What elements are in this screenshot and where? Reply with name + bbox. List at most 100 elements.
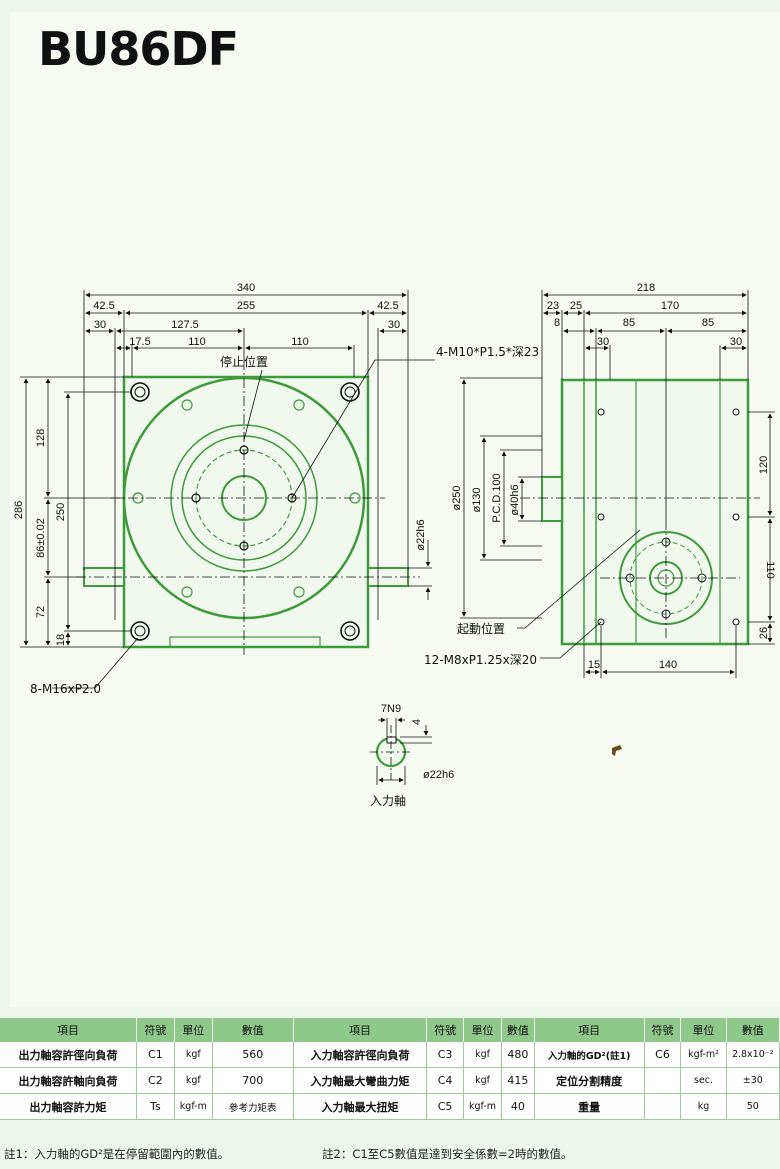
cell: 出力軸容許徑向負荷 bbox=[0, 1042, 137, 1068]
side-dimensions bbox=[460, 290, 775, 678]
label-start-position: 起動位置 bbox=[457, 621, 505, 636]
cell: 定位分割精度 bbox=[534, 1067, 645, 1094]
dim-23: 23 bbox=[547, 300, 559, 312]
header-unit-2: 單位 bbox=[463, 1018, 502, 1042]
dim-110-right: 110 bbox=[291, 336, 309, 348]
dim-8: 8 bbox=[554, 317, 560, 329]
label-input-shaft: 入力軸 bbox=[370, 794, 406, 808]
cell: kgf bbox=[174, 1042, 213, 1068]
header-value-3: 數值 bbox=[726, 1018, 780, 1042]
cell: 重量 bbox=[534, 1093, 645, 1120]
header-item-2: 項目 bbox=[293, 1018, 428, 1042]
dim-key-depth: 4 bbox=[411, 719, 423, 725]
cell bbox=[644, 1067, 682, 1094]
label-stop-position: 停止位置 bbox=[220, 354, 268, 369]
header-symbol-1: 符號 bbox=[136, 1018, 175, 1042]
dim-30-left: 30 bbox=[94, 319, 106, 331]
side-output-boss bbox=[541, 476, 563, 522]
front-dim-text: 340 42.5 255 42.5 30 127.5 30 17.5 110 1… bbox=[13, 282, 427, 646]
front-view bbox=[76, 360, 420, 655]
dim-110-side: 110 bbox=[764, 561, 776, 579]
cell: 560 bbox=[212, 1042, 294, 1068]
table-row: 出力軸容許軸向負荷 C2 kgf 700 入力軸最大彎曲力矩 C4 kgf 41… bbox=[0, 1067, 780, 1094]
dim-17-5: 17.5 bbox=[129, 336, 150, 348]
front-dimensions bbox=[20, 290, 435, 689]
dim-d130: ø130 bbox=[471, 487, 483, 512]
cell: C6 bbox=[644, 1042, 682, 1068]
cell: Ts bbox=[136, 1093, 175, 1120]
technical-drawing: 340 42.5 255 42.5 30 127.5 30 17.5 110 1… bbox=[13, 282, 776, 808]
label-tap-front: 4-M10*P1.5*深23 bbox=[436, 345, 539, 359]
header-unit-3: 單位 bbox=[680, 1018, 727, 1042]
dim-110-left: 110 bbox=[188, 336, 206, 348]
cell: kgf-m bbox=[174, 1093, 213, 1120]
cell: kgf bbox=[174, 1067, 213, 1094]
dim-255: 255 bbox=[237, 300, 255, 312]
table-row: 出力軸容許徑向負荷 C1 kgf 560 入力軸容許徑向負荷 C3 kgf 48… bbox=[0, 1042, 780, 1068]
cell: 出力軸容許力矩 bbox=[0, 1093, 137, 1120]
cell: kg bbox=[680, 1093, 727, 1120]
dim-340: 340 bbox=[237, 282, 255, 294]
dim-86: 86±0.02 bbox=[35, 518, 47, 558]
dim-170: 170 bbox=[661, 300, 679, 312]
cell: 700 bbox=[212, 1067, 294, 1094]
table-header-row: 項目 符號 單位 數值 項目 符號 單位 數值 項目 符號 單位 數值 bbox=[0, 1018, 780, 1042]
cell: 入力軸的GD²(註1) bbox=[534, 1042, 645, 1068]
dim-key-width: 7N9 bbox=[381, 703, 401, 715]
cell: 入力軸最大彎曲力矩 bbox=[293, 1067, 428, 1094]
dim-30-side-left: 30 bbox=[597, 336, 609, 348]
cell: 50 bbox=[726, 1093, 780, 1120]
dim-72: 72 bbox=[35, 606, 47, 618]
dim-128: 128 bbox=[35, 429, 47, 447]
cell: C1 bbox=[136, 1042, 175, 1068]
dim-26: 26 bbox=[758, 627, 770, 639]
model-title: BU86DF bbox=[38, 22, 239, 76]
cell: C4 bbox=[426, 1067, 465, 1094]
dim-25: 25 bbox=[570, 300, 582, 312]
dim-30-right: 30 bbox=[388, 319, 400, 331]
dim-22h6-front: ø22h6 bbox=[415, 519, 427, 550]
footnotes: 註1：入力軸的GD²是在停留範圍內的數值。 註2：C1至C5數值是達到安全係數=… bbox=[0, 1144, 780, 1169]
footnote-2: 註2：C1至C5數值是達到安全係數=2時的數值。 bbox=[322, 1147, 573, 1161]
dim-120: 120 bbox=[758, 456, 770, 474]
cell: ±30 bbox=[726, 1067, 780, 1094]
ink-mark bbox=[612, 745, 622, 756]
label-tap-side: 12-M8xP1.25x深20 bbox=[424, 653, 537, 667]
dim-d22-shaft: ø22h6 bbox=[423, 769, 454, 781]
cell: C3 bbox=[426, 1042, 465, 1068]
dim-85-right: 85 bbox=[702, 317, 714, 329]
cell: 出力軸容許軸向負荷 bbox=[0, 1067, 137, 1094]
dim-42-5-right: 42.5 bbox=[377, 300, 398, 312]
header-symbol-2: 符號 bbox=[426, 1018, 465, 1042]
dim-pcd: P.C.D.100 bbox=[491, 473, 503, 522]
cell: kgf-m² bbox=[680, 1042, 727, 1068]
cell: 參考力矩表 bbox=[212, 1093, 294, 1120]
dim-d250: ø250 bbox=[451, 485, 463, 510]
dim-18: 18 bbox=[55, 634, 67, 646]
dim-15: 15 bbox=[588, 659, 600, 671]
cell: 入力軸容許徑向負荷 bbox=[293, 1042, 428, 1068]
dim-286: 286 bbox=[13, 501, 25, 519]
side-dim-text: 218 23 25 170 8 85 85 30 30 15 140 ø250 … bbox=[451, 282, 776, 671]
dim-85-left: 85 bbox=[623, 317, 635, 329]
cell: kgf bbox=[463, 1067, 502, 1094]
header-symbol-3: 符號 bbox=[644, 1018, 682, 1042]
header-item-1: 項目 bbox=[0, 1018, 137, 1042]
cell: C5 bbox=[426, 1093, 465, 1120]
cell: C2 bbox=[136, 1067, 175, 1094]
cell: 40 bbox=[501, 1093, 535, 1120]
dim-140: 140 bbox=[659, 659, 677, 671]
cell: kgf bbox=[463, 1042, 502, 1068]
side-view bbox=[520, 378, 760, 646]
cell: 480 bbox=[501, 1042, 535, 1068]
cell bbox=[644, 1093, 682, 1120]
cell: sec. bbox=[680, 1067, 727, 1094]
dim-250-front: 250 bbox=[55, 503, 67, 521]
header-value-2: 數值 bbox=[501, 1018, 535, 1042]
input-shaft-detail bbox=[370, 725, 412, 780]
header-value-1: 數值 bbox=[212, 1018, 294, 1042]
dim-127-5: 127.5 bbox=[171, 319, 199, 331]
cell: kgf-m bbox=[463, 1093, 502, 1120]
cell: 415 bbox=[501, 1067, 535, 1094]
cell: 2.8x10⁻² bbox=[726, 1042, 780, 1068]
